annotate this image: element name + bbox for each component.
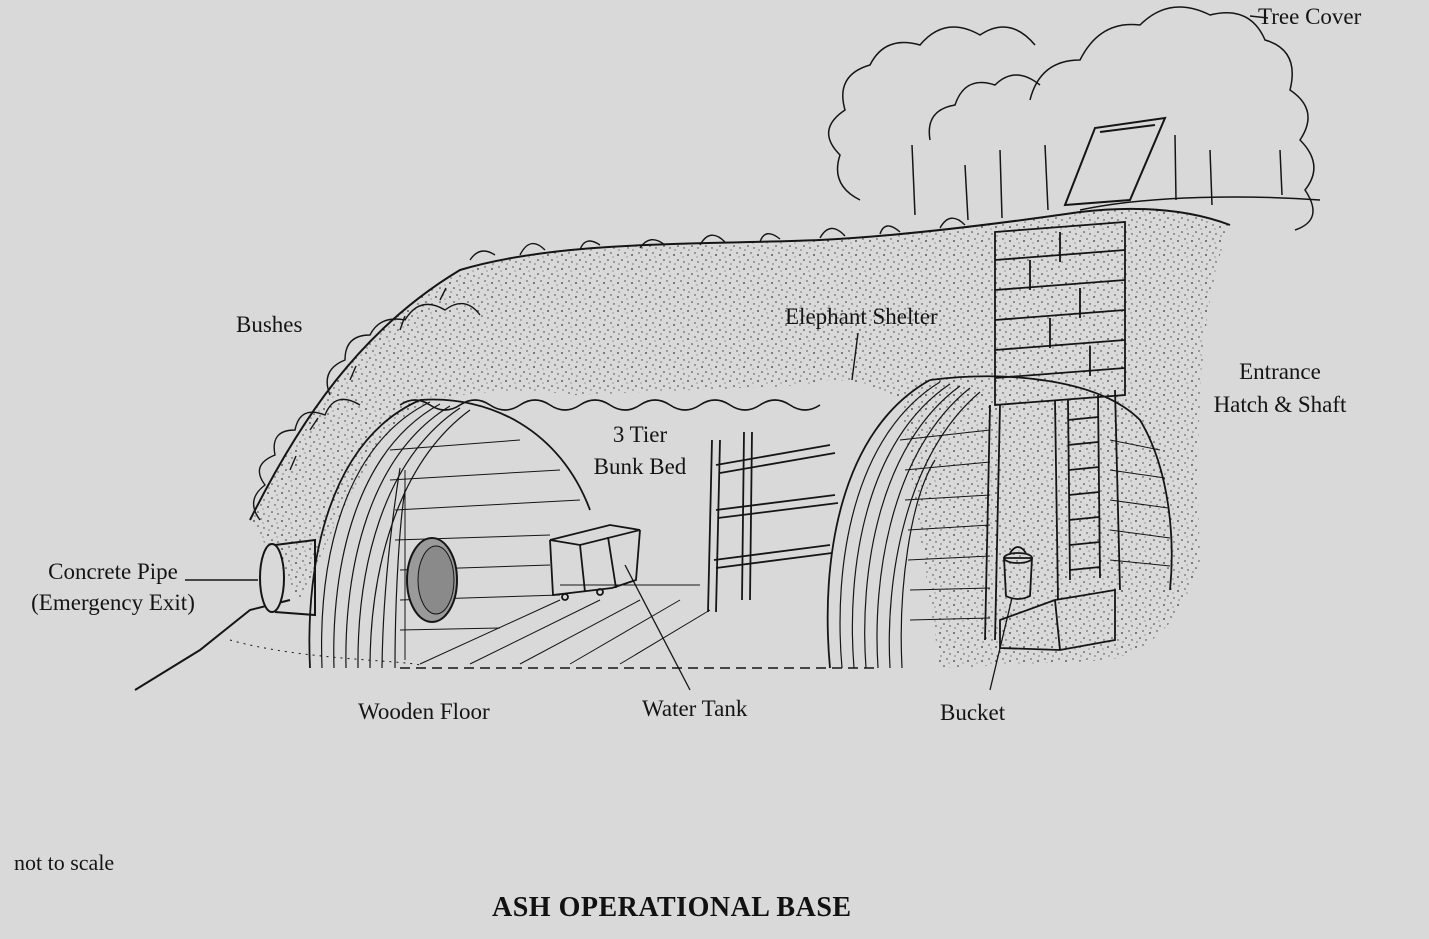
scale-note: not to scale: [14, 850, 115, 875]
emergency-exit-opening: [406, 537, 458, 623]
diagram-title: ASH OPERATIONAL BASE: [492, 892, 852, 923]
label-bunk-line1: 3 Tier: [612, 422, 668, 447]
label-wooden-floor: Wooden Floor: [358, 699, 490, 724]
label-entrance-line2: Hatch & Shaft: [1213, 392, 1347, 417]
wooden-floor: [400, 584, 880, 669]
label-bunk-line2: Bunk Bed: [593, 454, 687, 479]
hatch-lid: [1063, 116, 1167, 207]
label-entrance-line1: Entrance: [1239, 359, 1321, 384]
label-pipe-line2: (Emergency Exit): [31, 590, 195, 615]
tree-cover-drawing: [828, 6, 1321, 231]
label-bushes: Bushes: [236, 312, 303, 337]
bushes-drawing: [252, 217, 966, 521]
concrete-pipe: [185, 538, 316, 617]
earth-mound: [134, 207, 1231, 691]
label-pipe-line1: Concrete Pipe: [48, 559, 178, 584]
entrance-shaft: [984, 221, 1126, 651]
label-bucket: Bucket: [940, 700, 1006, 725]
bucket: [989, 546, 1033, 691]
label-elephant-shelter: Elephant Shelter: [785, 304, 938, 329]
water-tank: [549, 524, 691, 691]
bunk-bed: [707, 431, 839, 613]
label-water-tank: Water Tank: [642, 696, 748, 721]
label-tree-cover: Tree Cover: [1258, 4, 1362, 29]
